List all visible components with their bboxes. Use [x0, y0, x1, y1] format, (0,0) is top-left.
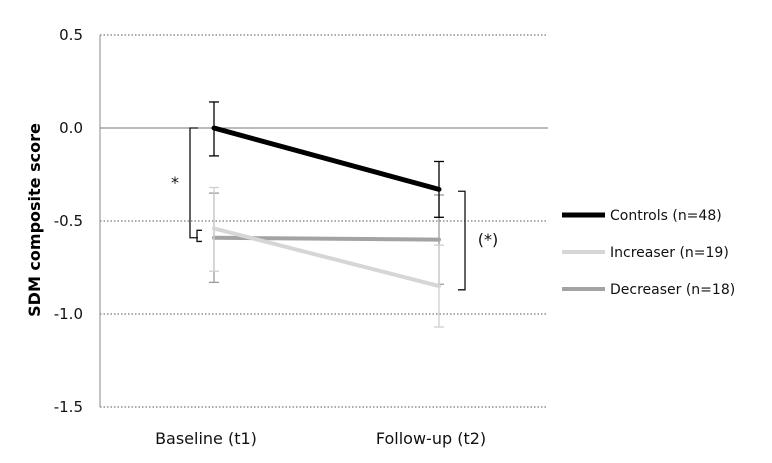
annotation-star: * — [171, 173, 179, 192]
x-ticks: Baseline (t1) Follow-up (t2) — [155, 429, 486, 448]
annotation-star-paren: (*) — [478, 230, 498, 249]
series-1 — [209, 186, 444, 328]
x-tick-label: Follow-up (t2) — [376, 429, 486, 448]
x-tick-label: Baseline (t1) — [155, 429, 257, 448]
series-group — [209, 101, 444, 328]
bracket-followup — [458, 190, 466, 291]
series-line — [211, 125, 442, 192]
series-line — [212, 226, 441, 289]
legend-label: Increaser (n=19) — [610, 245, 729, 261]
y-tick-label: -1.5 — [54, 398, 83, 416]
y-tick-label: -0.5 — [54, 212, 83, 230]
grid — [100, 34, 548, 408]
series-0 — [209, 101, 444, 218]
legend-label: Controls (n=48) — [610, 208, 722, 224]
legend-label: Decreaser (n=18) — [610, 282, 735, 298]
series-2 — [209, 192, 444, 285]
y-tick-label: -1.0 — [54, 305, 83, 323]
y-axis-title: SDM composite score — [25, 123, 44, 317]
y-tick-label: 0.5 — [59, 26, 83, 44]
annotations: * (*) — [171, 127, 498, 291]
y-tick-label: 0.0 — [59, 119, 83, 137]
y-ticks: 0.5 0.0 -0.5 -1.0 -1.5 — [54, 26, 83, 416]
bracket-baseline-inner — [196, 229, 202, 243]
bracket-baseline — [189, 127, 198, 239]
legend: Controls (n=48) Increaser (n=19) Decreaser… — [562, 208, 735, 298]
